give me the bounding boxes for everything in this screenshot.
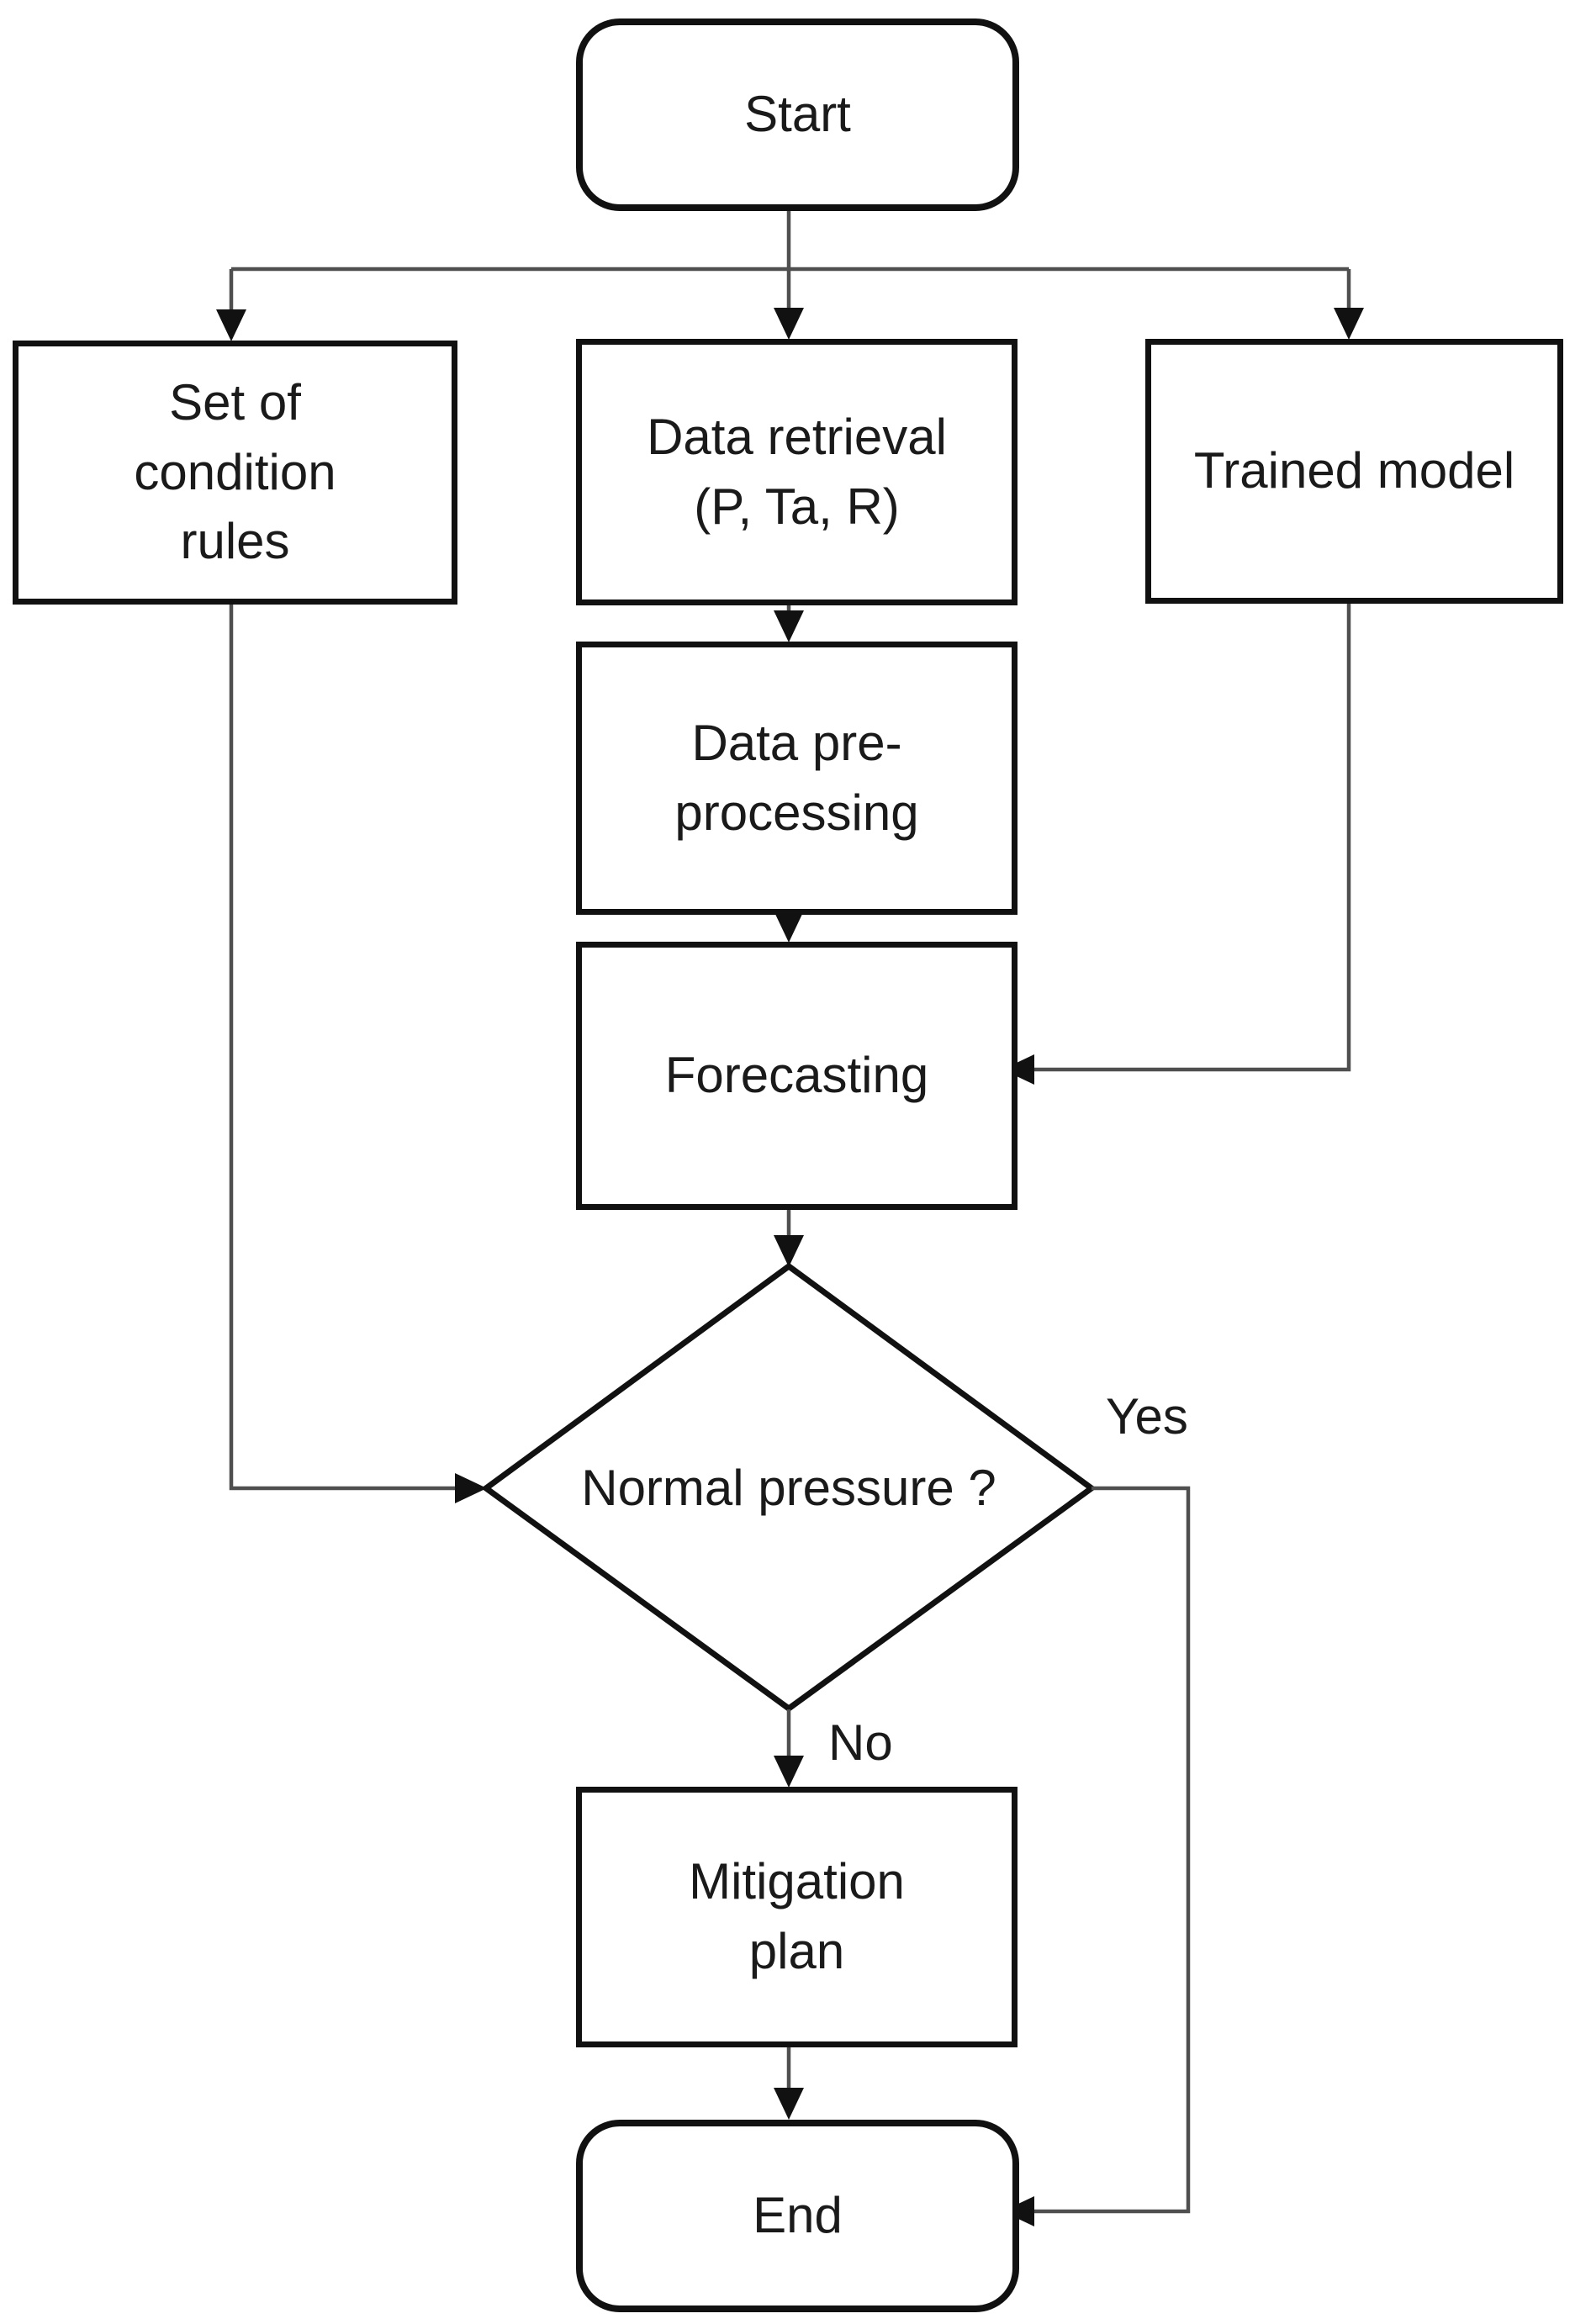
arrowhead-into-end-top	[774, 2088, 804, 2120]
node-decision: Normal pressure ?	[579, 1362, 999, 1614]
arrowhead-into-data-retrieval	[774, 308, 804, 340]
arrowhead-into-trained	[1334, 308, 1364, 340]
decision-diamond-shape	[481, 1262, 1097, 1713]
node-end-label: End	[753, 2187, 843, 2244]
node-mitigation-plan-label: Mitigation plan	[689, 1853, 905, 1979]
arrowhead-into-decision-top	[774, 1235, 804, 1267]
node-trained-model: Trained model	[1145, 339, 1563, 604]
node-end: End	[576, 2120, 1019, 2312]
node-condition-rules: Set of condition rules	[13, 341, 457, 605]
node-data-preprocessing: Data pre- processing	[576, 642, 1018, 915]
edge-label-no: No	[828, 1714, 893, 1771]
node-data-preprocessing-label: Data pre- processing	[674, 714, 919, 841]
node-mitigation-plan: Mitigation plan	[576, 1787, 1018, 2047]
node-forecasting: Forecasting	[576, 942, 1018, 1210]
node-decision-label: Normal pressure ?	[581, 1459, 996, 1516]
edge-trained-to-forecasting	[1034, 592, 1351, 1072]
node-data-retrieval: Data retrieval (P, Ta, R)	[576, 339, 1018, 605]
arrowhead-into-forecasting-right	[1002, 1054, 1034, 1085]
arrowhead-into-forecasting	[774, 911, 804, 943]
edge-decision-yes	[1034, 1486, 1191, 2214]
node-trained-model-label: Trained model	[1193, 442, 1515, 499]
arrowhead-into-rules	[216, 309, 246, 341]
arrowhead-into-decision-left	[455, 1473, 487, 1503]
edge-label-yes: Yes	[1106, 1388, 1188, 1445]
node-data-retrieval-label: Data retrieval (P, Ta, R)	[647, 408, 947, 535]
node-condition-rules-label: Set of condition rules	[134, 373, 336, 570]
node-start: Start	[576, 18, 1019, 211]
node-forecasting-label: Forecasting	[664, 1047, 929, 1104]
node-start-label: Start	[744, 86, 851, 143]
arrowhead-into-mitigation	[774, 1756, 804, 1788]
edge-rules-to-decision	[229, 594, 455, 1491]
arrowhead-into-preprocessing	[774, 610, 804, 642]
